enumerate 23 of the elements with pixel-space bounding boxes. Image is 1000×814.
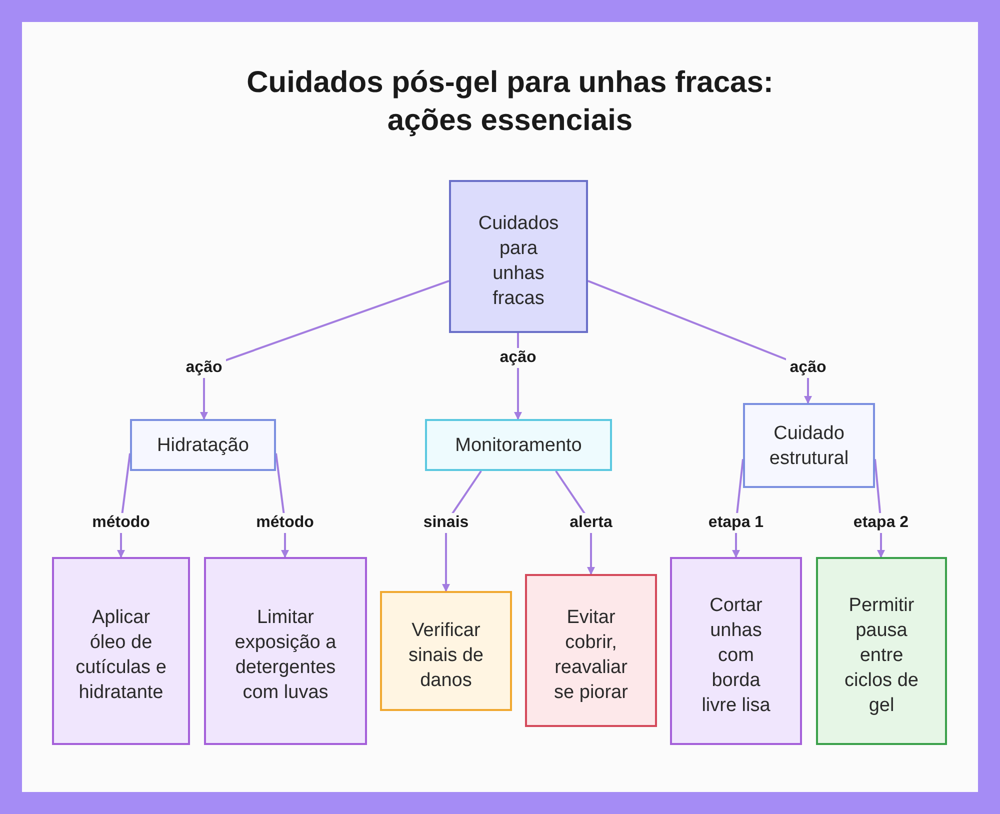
box-text: Verificar sinais de danos xyxy=(408,618,484,692)
box-text: Cortar unhas com borda livre lisa xyxy=(700,594,772,718)
process-box xyxy=(380,591,512,711)
box-text: Cuidado estrutural xyxy=(768,422,850,470)
process-box xyxy=(52,557,190,745)
arrow xyxy=(588,280,812,404)
box-text: Monitoramento xyxy=(454,434,583,458)
process-box xyxy=(130,419,276,471)
box-text: Aplicar óleo de cutículas e hidratante xyxy=(75,606,167,705)
box-text: Evitar cobrir, reavaliar se piorar xyxy=(553,606,629,704)
box-text: Limitar exposição a detergentes com luvas xyxy=(234,606,336,705)
process-box xyxy=(816,557,947,745)
box-text: Hidratação xyxy=(156,434,250,458)
title: Cuidados pós-gel para unhas fracas: ações essenciais xyxy=(246,65,774,139)
process-box xyxy=(425,419,612,471)
box-text: Permitir pausa entre ciclos de gel xyxy=(844,594,920,718)
arrow xyxy=(200,280,450,420)
process-box xyxy=(204,557,367,745)
box-text: Cuidados para unhas fracas xyxy=(477,212,560,310)
process-box xyxy=(449,180,588,333)
process-box xyxy=(743,403,875,488)
process-box xyxy=(670,557,802,745)
process-box xyxy=(525,574,657,727)
